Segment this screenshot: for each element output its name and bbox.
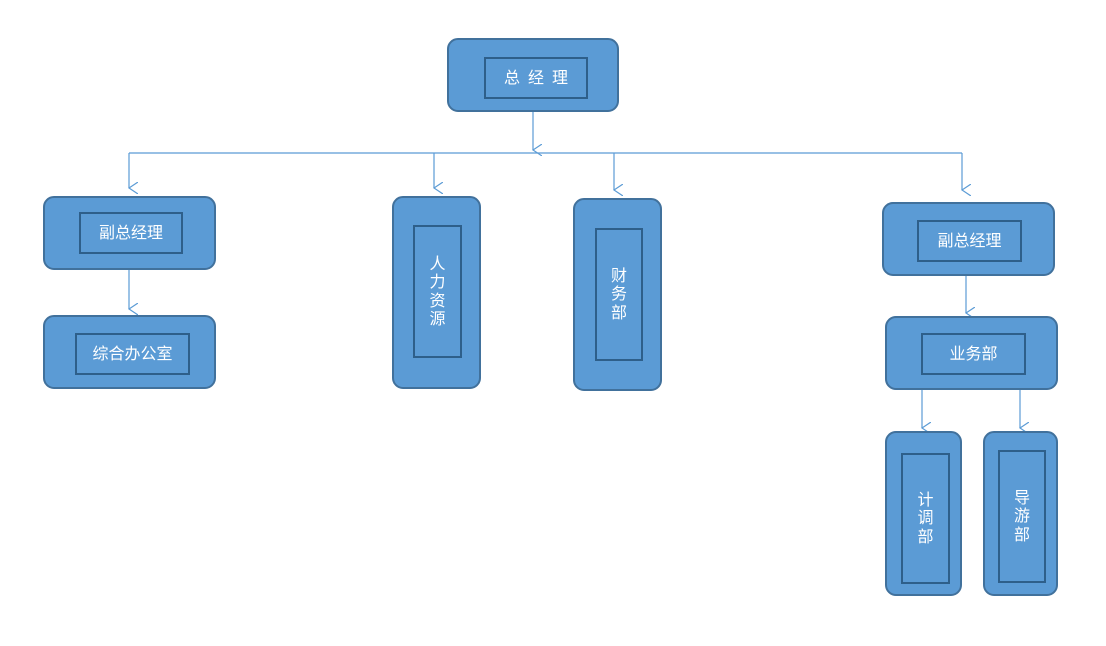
node-finance-label: 财务部 — [610, 265, 627, 322]
node-general-office-frame: 综合办公室 — [75, 333, 190, 375]
node-planning-frame: 计调部 — [901, 453, 950, 584]
node-hr-label: 人力资源 — [429, 253, 446, 328]
node-general-office-label: 综合办公室 — [92, 343, 173, 363]
node-guide: 导游部 — [983, 431, 1058, 596]
node-ceo-frame: 总经理 — [484, 57, 588, 99]
node-business-frame: 业务部 — [921, 333, 1026, 375]
node-general-office: 综合办公室 — [43, 315, 216, 389]
node-vp-left: 副总经理 — [43, 196, 216, 270]
node-guide-frame: 导游部 — [998, 450, 1046, 583]
node-vp-right-label: 副总经理 — [937, 230, 1002, 250]
node-vp-right-frame: 副总经理 — [917, 220, 1022, 262]
node-guide-label: 导游部 — [1013, 487, 1030, 544]
node-hr-frame: 人力资源 — [413, 225, 462, 358]
node-ceo: 总经理 — [447, 38, 619, 112]
node-planning-label: 计调部 — [917, 489, 934, 546]
node-hr: 人力资源 — [392, 196, 481, 389]
node-planning: 计调部 — [885, 431, 962, 596]
node-ceo-label: 总经理 — [503, 67, 576, 87]
node-vp-left-label: 副总经理 — [98, 222, 163, 242]
node-business-label: 业务部 — [949, 343, 998, 363]
node-vp-left-frame: 副总经理 — [79, 212, 183, 254]
node-business: 业务部 — [885, 316, 1058, 390]
node-finance: 财务部 — [573, 198, 662, 391]
node-finance-frame: 财务部 — [595, 228, 643, 361]
node-vp-right: 副总经理 — [882, 202, 1055, 276]
